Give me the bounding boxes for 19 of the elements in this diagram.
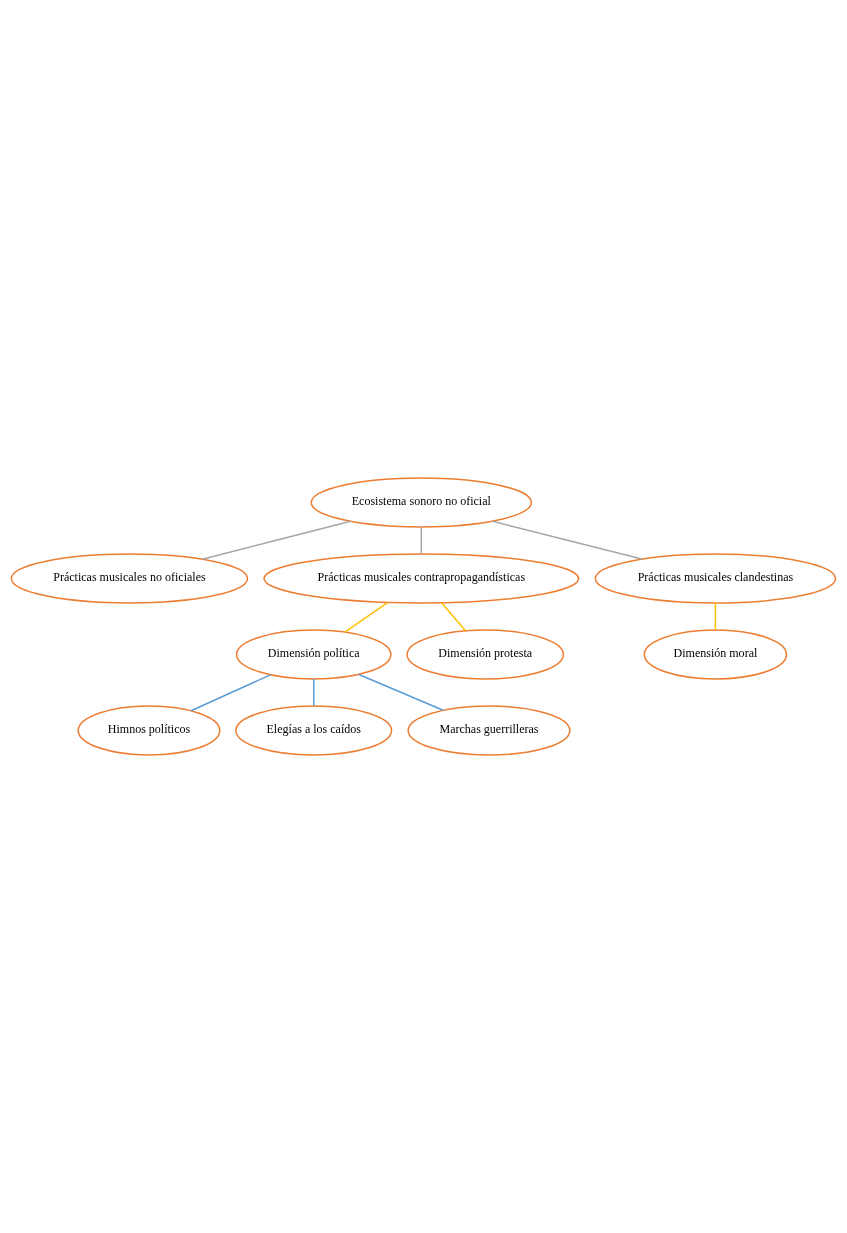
node-ellipse: Dimensión protesta bbox=[406, 629, 565, 680]
connector bbox=[491, 520, 643, 560]
connector bbox=[358, 673, 444, 711]
connector bbox=[714, 602, 717, 631]
connector bbox=[201, 520, 352, 560]
connector bbox=[313, 678, 315, 707]
node-ellipse: Dimensión moral bbox=[643, 629, 788, 680]
node-ellipse: Elegías a los caídos bbox=[235, 705, 393, 756]
node-ellipse: Himnos políticos bbox=[77, 705, 221, 756]
node-ellipse: Prácticas musicales no oficiales bbox=[10, 553, 249, 604]
connector bbox=[344, 601, 389, 633]
node-ellipse: Ecosistema sonoro no oficial bbox=[310, 477, 533, 528]
connector bbox=[440, 602, 467, 632]
node-ellipse: Prácticas musicales contrapropagandísticas bbox=[263, 553, 580, 604]
connector bbox=[190, 674, 272, 712]
node-ellipse: Marchas guerrilleras bbox=[407, 705, 571, 756]
node-ellipse: Dimensión política bbox=[235, 629, 392, 680]
connector bbox=[420, 526, 423, 555]
node-ellipse: Prácticas musicales clandestinas bbox=[594, 553, 837, 604]
